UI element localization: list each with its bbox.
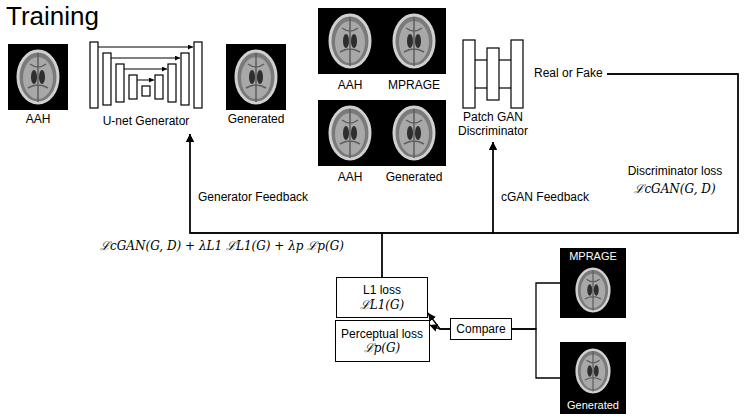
node-label: Real or Fake (534, 66, 603, 80)
connector (430, 325, 451, 329)
formula: ℒp(G) (364, 341, 401, 355)
image-node: U-net Generator (86, 42, 206, 134)
skip-connection (98, 47, 193, 48)
mri-image (8, 44, 68, 110)
disc-layer (511, 40, 523, 108)
mri-image (226, 44, 286, 110)
brain-scan (577, 350, 610, 393)
image-node: Generated (226, 44, 286, 130)
connector (428, 313, 450, 329)
formula: ℒL1(G) (360, 298, 405, 312)
connector (190, 134, 382, 277)
brain-scan (577, 269, 610, 312)
connector (493, 74, 738, 233)
node-label: MPRAGE (382, 78, 446, 92)
image-node: AAH (318, 8, 382, 94)
skip-connection (111, 58, 180, 59)
node-label: Generated (560, 399, 626, 412)
unet-layer (90, 42, 98, 108)
loss-formula: ℒcGAN(G, D) + λL1 ℒL1(G) + λp ℒp(G) (100, 239, 370, 253)
disc-layer (487, 48, 499, 100)
brain-scan (18, 51, 58, 103)
node-label: Compare (456, 322, 505, 336)
edge-label: Generator Feedback (198, 190, 308, 204)
unet-layer (168, 64, 176, 102)
process-box: L1 lossℒL1(G) (336, 277, 428, 318)
unet-layer (103, 53, 111, 105)
brain-scan (330, 15, 370, 67)
unet-layer (194, 42, 202, 108)
node-label: AAH (318, 170, 382, 184)
brain-scan (330, 107, 370, 159)
image-node: Generated (560, 342, 626, 414)
image-node: Generated (382, 100, 446, 186)
image-node: AAH (318, 100, 382, 186)
skip-connection (124, 69, 167, 70)
disc-link (499, 87, 511, 88)
unet-layer (142, 86, 150, 96)
image-pair-panel (318, 8, 446, 74)
image-node: Patch GAN Discriminator Real or Fake (453, 38, 607, 142)
skip-connection (137, 80, 154, 81)
edge-label: cGAN Feedback (501, 190, 589, 204)
node-label: Perceptual loss (341, 327, 423, 341)
node-label: L1 loss (363, 283, 401, 297)
brain-scan (394, 107, 434, 159)
disc-layer (463, 40, 475, 108)
unet-layer (116, 64, 124, 102)
image-node: AAH (8, 44, 68, 130)
node-label: AAH (318, 78, 382, 92)
disc-link (475, 87, 487, 88)
unet-layer (155, 75, 163, 99)
connector (382, 142, 493, 277)
node-label: AAH (8, 112, 68, 126)
node-label: Generated (382, 170, 446, 184)
process-box: Compare (450, 318, 512, 340)
image-node: MPRAGE (382, 8, 446, 94)
disc-link (499, 59, 511, 60)
unet-layer (129, 75, 137, 99)
connector (512, 283, 560, 329)
connector (190, 74, 738, 233)
node-label: Generated (226, 112, 286, 126)
node-label: Patch GAN Discriminator (453, 110, 533, 139)
unet-layer (181, 53, 189, 105)
brain-scan (236, 51, 276, 103)
node-label: MPRAGE (560, 250, 626, 263)
image-node: MPRAGE (560, 248, 626, 318)
loss-formula: ℒcGAN(G, D) (620, 182, 730, 196)
mri-image (560, 248, 626, 318)
node-label: U-net Generator (86, 114, 206, 128)
connector (512, 329, 560, 378)
title: Training (6, 2, 99, 32)
disc-link (475, 59, 487, 60)
image-pair-panel (318, 100, 446, 166)
mri-image (560, 342, 626, 414)
process-box: Perceptual lossℒp(G) (335, 320, 430, 362)
brain-scan (394, 15, 434, 67)
note-label: Discriminator loss (620, 164, 730, 178)
